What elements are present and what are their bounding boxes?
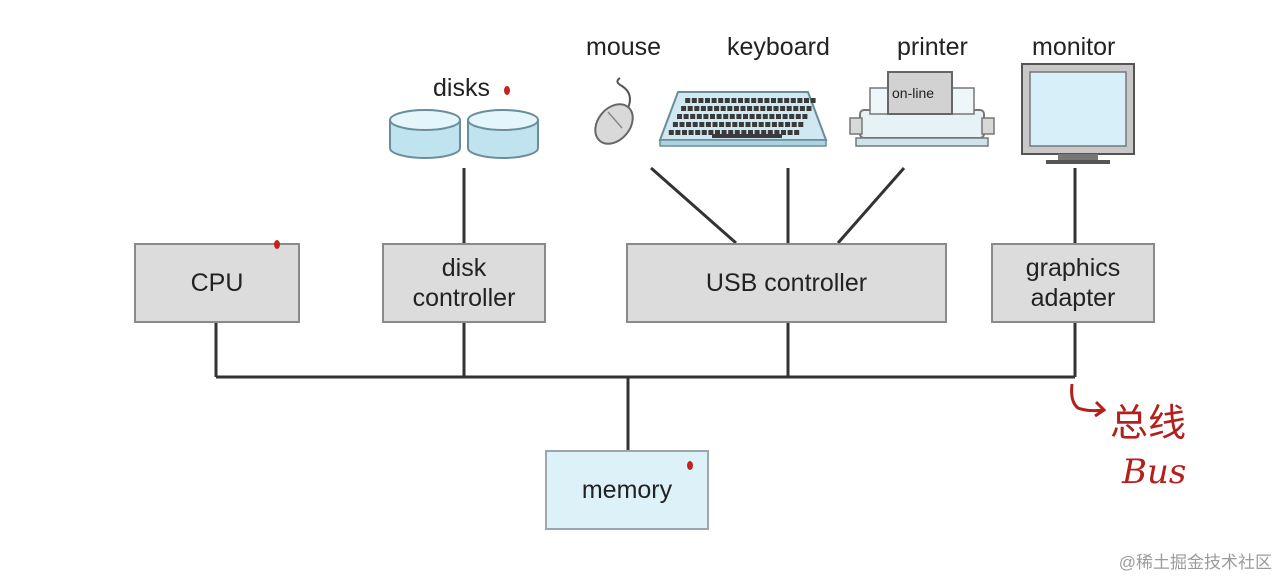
cpu-label: CPU xyxy=(190,269,244,297)
annotation-dot-memory xyxy=(687,461,693,470)
usb-controller-label: USB controller xyxy=(705,269,868,297)
bus-annotation-arrow xyxy=(1070,383,1107,418)
usb-controller-box: USB controller xyxy=(626,243,947,323)
graphics-adapter-box: graphics adapter xyxy=(991,243,1155,323)
keyboard-label: keyboard xyxy=(727,33,830,61)
disks-label: disks xyxy=(433,74,490,102)
mouse-link xyxy=(650,166,737,245)
monitor-icon xyxy=(1021,63,1135,164)
disk-controller-label: disk controller xyxy=(412,254,516,312)
printer-label: printer xyxy=(897,33,968,61)
printer-icon xyxy=(849,71,995,147)
keyboard-icon xyxy=(658,91,828,147)
annotation-dot-disks xyxy=(504,86,510,95)
watermark: @稀土掘金技术社区 xyxy=(1118,553,1272,572)
bus-lines xyxy=(214,166,1077,450)
mouse-icon xyxy=(594,77,634,145)
memory-box: memory xyxy=(545,450,709,530)
bus-annotation-chinese: 总线 xyxy=(1110,401,1187,445)
printer-online-label: on-line xyxy=(892,85,935,101)
disks-icon xyxy=(389,109,539,159)
bus-annotation-english: Bus xyxy=(1122,452,1187,492)
monitor-label: monitor xyxy=(1032,33,1116,61)
cpu-box: CPU xyxy=(134,243,300,323)
mouse-label: mouse xyxy=(586,33,662,61)
disk-controller-box: disk controller xyxy=(382,243,546,323)
memory-label: memory xyxy=(581,476,673,504)
annotation-dot-cpu xyxy=(274,240,280,249)
graphics-adapter-label: graphics adapter xyxy=(1025,254,1121,312)
printer-link xyxy=(836,167,906,244)
